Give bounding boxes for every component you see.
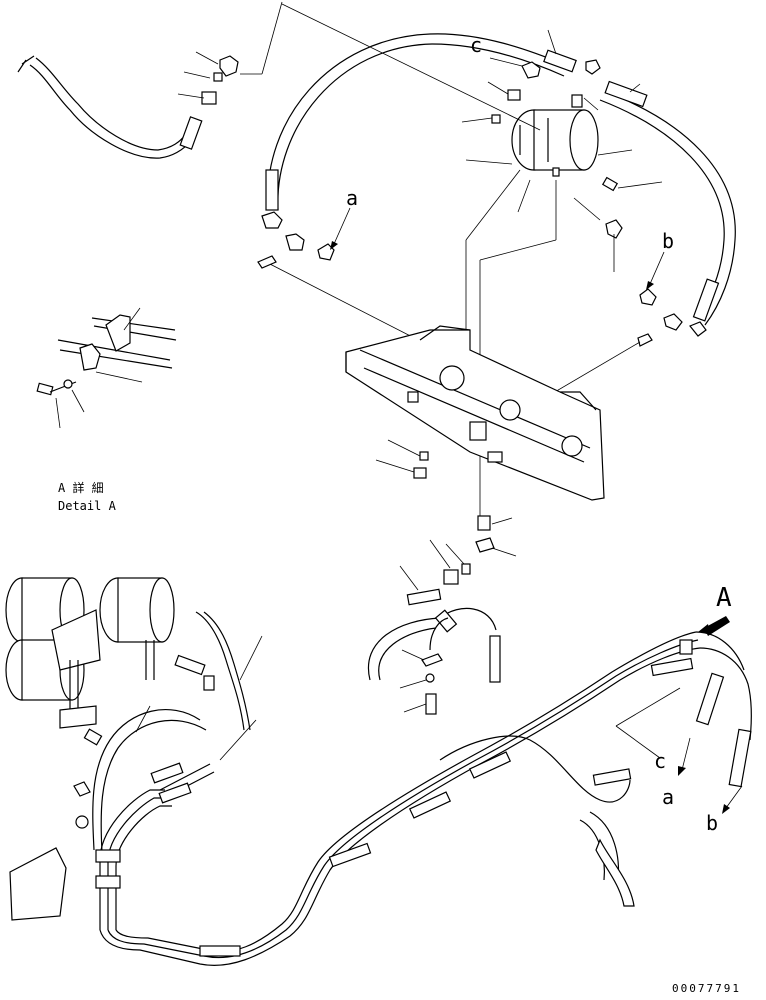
- upper-air-tank-assembly: [257, 3, 736, 520]
- frame-bracket: [345, 325, 605, 501]
- detail-a-view: A 詳 細 Detail A: [36, 307, 177, 513]
- ref-c-lower: c: [654, 749, 666, 773]
- ref-b-upper: b: [662, 229, 674, 253]
- reference-markers-lower: A c a b: [615, 583, 743, 835]
- long-tube-bundle: [9, 631, 752, 966]
- view-A-label: A: [716, 583, 732, 613]
- ref-a-lower: a: [662, 785, 674, 809]
- center-fittings: [375, 439, 517, 557]
- ref-b-lower: b: [706, 811, 718, 835]
- detail-a-label-jp: A 詳 細: [58, 480, 104, 495]
- lower-tank-assembly: [5, 577, 263, 746]
- drawing-number: 00077791: [672, 982, 741, 995]
- ref-c-upper: c: [470, 33, 482, 57]
- ref-a-upper: a: [346, 186, 358, 210]
- detail-a-label-en: Detail A: [58, 499, 117, 513]
- middle-hose-group: [367, 539, 501, 715]
- reference-markers-upper: a b c: [330, 33, 674, 290]
- upper-left-hose-assembly: [17, 1, 283, 159]
